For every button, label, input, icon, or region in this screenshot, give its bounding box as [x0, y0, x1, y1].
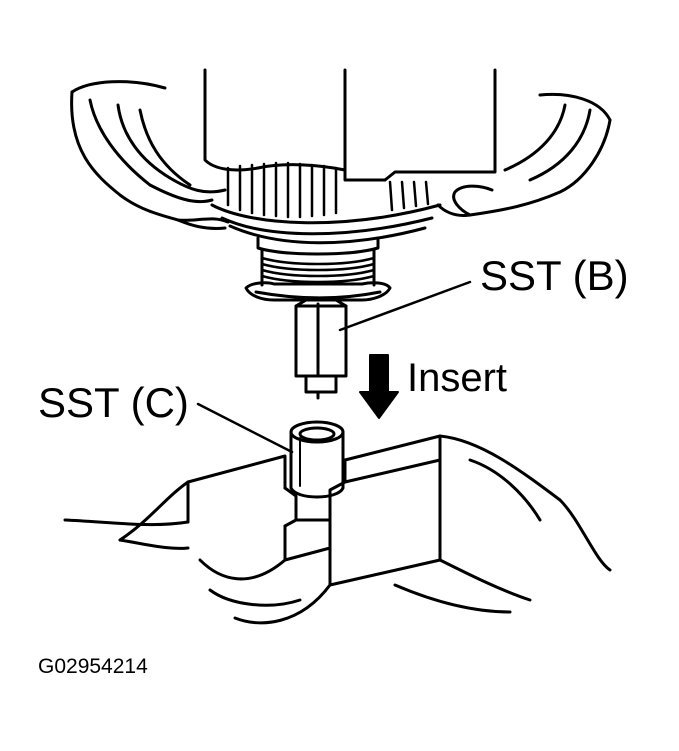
lower-hands — [63, 434, 612, 625]
vise-block — [186, 434, 442, 587]
pulley — [244, 236, 392, 302]
label-insert: Insert — [407, 356, 508, 400]
figure-code: G02954214 — [38, 655, 148, 678]
alternator-body — [203, 68, 497, 245]
upper-hands — [70, 80, 612, 230]
sst-b-hex-tool — [294, 280, 472, 400]
insert-arrow-icon — [359, 354, 399, 419]
label-sst-b: SST (B) — [480, 252, 629, 299]
sst-c-socket — [196, 402, 345, 499]
label-sst-c: SST (C) — [38, 379, 189, 426]
